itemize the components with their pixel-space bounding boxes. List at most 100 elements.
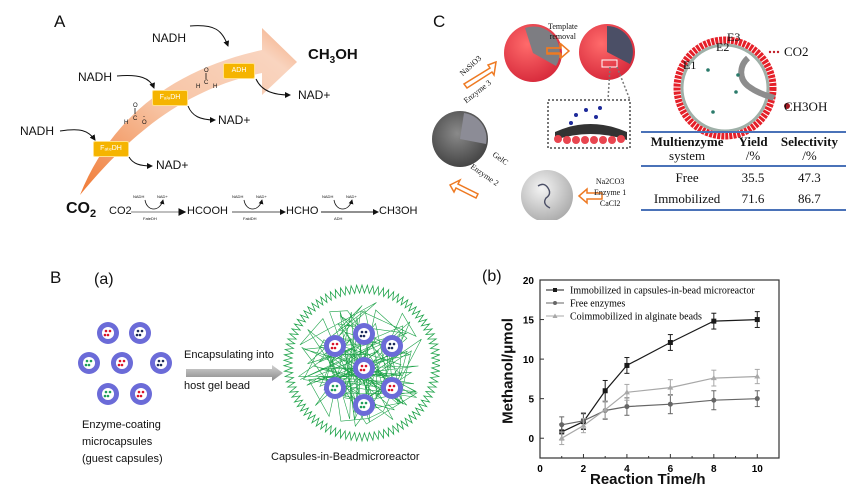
gel-bead-rim	[282, 283, 440, 443]
legend-entry: Immobilized in capsules-in-bead microrea…	[546, 286, 755, 297]
enzyme-capsule	[97, 383, 119, 405]
scheme-nad-2: NAD+	[256, 194, 267, 199]
scheme-enzyme-2: FaldDH	[243, 216, 257, 221]
step4-line-2: removal	[549, 32, 576, 41]
scheme-enzyme-3: ADH	[334, 216, 343, 221]
nadh-arrow-1	[59, 129, 96, 141]
arrow-step3	[462, 60, 497, 90]
x-axis-title: Reaction Time/h	[590, 471, 706, 488]
scheme-nad-1: NAD+	[157, 194, 168, 199]
panel-a-label: A	[54, 12, 66, 31]
data-point	[754, 396, 760, 402]
microreactor-caption: Capsules-in-Beadmicroreactor	[271, 451, 420, 463]
capsule-schematic	[673, 36, 790, 140]
nad-plus-label-1: NAD+	[156, 158, 189, 172]
data-point	[559, 422, 565, 428]
cell-selectivity: 86.7	[798, 191, 821, 206]
x-tick-label: 2	[581, 464, 587, 475]
enzyme-capsule	[111, 352, 133, 374]
zoom-inset	[547, 66, 631, 149]
series-1	[559, 390, 760, 434]
svg-text:H: H	[124, 120, 128, 126]
data-point	[711, 397, 717, 403]
scheme-nadh-1: NADH	[133, 194, 145, 199]
enzyme-capsule	[78, 352, 100, 374]
scheme-nad-3: NAD+	[346, 194, 357, 199]
encapsulating-label-bottom: host gel bead	[184, 380, 251, 392]
table-row: Free 35.5 47.3	[641, 166, 846, 188]
subpanel-a-label: (a)	[94, 271, 114, 288]
svg-text:C: C	[133, 116, 138, 122]
table-row: Immobilized 71.6 86.7	[641, 188, 846, 210]
svg-text:H: H	[196, 84, 200, 90]
enzyme-capsule	[381, 335, 403, 357]
enzyme-box-adh: ADH	[223, 63, 255, 79]
sphere-gel-coated	[432, 111, 488, 167]
header-text: Multienzyme	[650, 134, 724, 149]
nadh-arrow-3	[189, 25, 230, 47]
legend-marker	[553, 288, 557, 292]
caption-line: Enzyme-coating	[82, 419, 161, 431]
data-point	[667, 339, 673, 345]
svg-text:O: O	[204, 68, 209, 74]
data-point	[558, 435, 565, 441]
enzyme-box-fatedh: FₐₜₑDH	[93, 141, 129, 157]
formula-part: CH	[308, 46, 330, 63]
step4-line-1: Template	[548, 22, 578, 31]
scheme-nadh-3: NADH	[322, 194, 334, 199]
svg-text:O: O	[133, 103, 138, 109]
legend-marker	[552, 313, 558, 318]
y-tick-label: 5	[528, 395, 534, 406]
x-tick-label: 4	[624, 464, 630, 475]
enzyme-capsule	[353, 394, 375, 416]
enzyme-capsule	[129, 322, 151, 344]
svg-text:-: -	[143, 114, 145, 120]
enzyme-box-falddh: FₐₗₔDH	[152, 90, 188, 106]
capsules	[78, 322, 403, 416]
panel-b-label: B	[50, 268, 62, 287]
enzyme-capsule	[130, 383, 152, 405]
nadh-label-3: NADH	[152, 31, 187, 45]
scheme-hcooh: HCOOH	[187, 205, 228, 217]
data-point	[602, 406, 609, 412]
legend-entry: Free enzymes	[546, 299, 625, 310]
cell-yield: 35.5	[741, 170, 765, 185]
header-yield: Yield/%	[733, 132, 773, 166]
capsule-output-ch3oh: CH3OH	[784, 99, 828, 114]
arrow-step2	[448, 178, 480, 200]
data-point	[580, 422, 587, 428]
reaction-scheme	[131, 199, 379, 216]
cell-yield: 71.6	[741, 191, 765, 206]
formula-part: OH	[335, 46, 358, 63]
cofactor-loop-3	[333, 199, 354, 210]
cell-system: Immobilized	[653, 191, 721, 206]
y-tick-label: 20	[523, 276, 535, 287]
nad-plus-label-3: NAD+	[298, 88, 331, 102]
step1-label: Na2CO3 Enzyme 1 CaCl2	[594, 176, 626, 209]
capsule-input-co2: CO2	[784, 44, 809, 59]
nad-arrow-2	[187, 105, 216, 123]
formula-part: CO	[66, 200, 90, 217]
encapsulating-label-top: Encapsulating into	[184, 349, 274, 361]
process-arrows	[448, 42, 603, 205]
encapsulation-arrow	[186, 365, 283, 381]
svg-text:O: O	[142, 120, 147, 126]
enzyme-capsule	[353, 323, 375, 345]
step4-label: Template removal	[548, 22, 578, 42]
step1-line-3: CaCl2	[599, 199, 621, 208]
header-text: /%	[745, 148, 761, 163]
x-tick-label: 8	[711, 464, 717, 475]
legend-entry: Coimmobilized in alginate beads	[546, 312, 702, 323]
guest-capsules-caption: Enzyme-coating microcapsules (guest caps…	[82, 417, 163, 468]
header-text: /%	[802, 148, 817, 163]
series-line	[561, 375, 758, 439]
synthesis-cycle-graphic	[432, 24, 790, 220]
data-point	[754, 373, 761, 379]
x-tick-label: 0	[537, 464, 543, 475]
caption-line: microcapsules	[82, 436, 153, 448]
arrow-step1	[577, 187, 603, 205]
nadh-label-2: NADH	[78, 70, 113, 84]
formula-subscript: 3	[329, 55, 336, 66]
